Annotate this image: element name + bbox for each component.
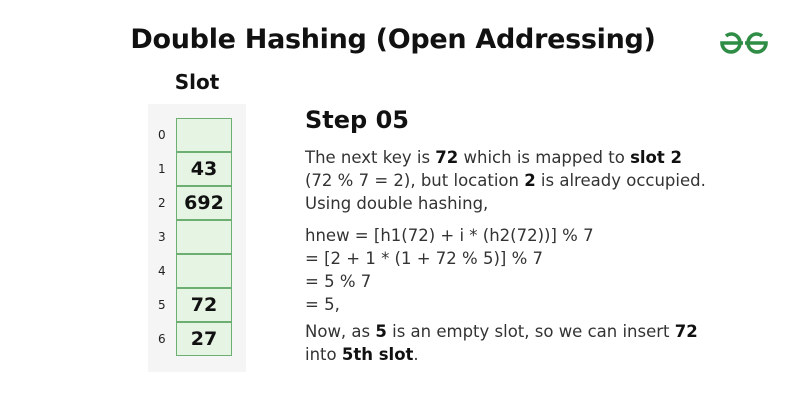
step-title: Step 05 <box>305 106 409 134</box>
text-segment: is already occupied. <box>535 171 706 190</box>
slot-cell: 27 <box>176 322 232 356</box>
step-intro-text: The next key is 72 which is mapped to sl… <box>305 146 795 215</box>
table-row: 0 <box>148 118 246 152</box>
text-bold: 5 <box>375 322 387 341</box>
slot-index: 0 <box>158 128 166 142</box>
formula-line: = [2 + 1 * (1 + 72 % 5)] % 7 <box>305 249 544 268</box>
table-row: 4 <box>148 254 246 288</box>
text-segment: The next key is <box>305 148 436 167</box>
slot-cell <box>176 220 232 254</box>
slot-index: 5 <box>158 298 166 312</box>
slot-cell: 692 <box>176 186 232 220</box>
formula-line: = 5, <box>305 295 340 314</box>
text-bold: 2 <box>524 171 536 190</box>
slot-cell <box>176 254 232 288</box>
text-segment: (72 % 7 = 2), but location <box>305 171 525 190</box>
slot-index: 6 <box>158 332 166 346</box>
text-line: into 5th slot. <box>305 343 795 366</box>
hash-table: 0 1 43 2 692 3 4 5 72 6 27 <box>148 104 246 372</box>
text-line: (72 % 7 = 2), but location 2 is already … <box>305 169 795 192</box>
slot-index: 1 <box>158 162 166 176</box>
text-segment: which is mapped to <box>458 148 631 167</box>
table-row: 1 43 <box>148 152 246 186</box>
slot-index: 2 <box>158 196 166 210</box>
text-segment: Using double hashing, <box>305 194 489 213</box>
text-line: Now, as 5 is an empty slot, so we can in… <box>305 320 795 343</box>
text-segment: into <box>305 345 342 364</box>
slot-index: 3 <box>158 230 166 244</box>
text-segment: Now, as <box>305 322 376 341</box>
text-bold: 72 <box>435 148 459 167</box>
slot-cell <box>176 118 232 152</box>
table-row: 5 72 <box>148 288 246 322</box>
text-segment: . <box>413 345 419 364</box>
formula-line: hnew = [h1(72) + i * (h2(72))] % 7 <box>305 226 594 245</box>
text-bold: slot 2 <box>630 148 682 167</box>
text-bold: 72 <box>674 322 698 341</box>
table-row: 3 <box>148 220 246 254</box>
slot-index: 4 <box>158 264 166 278</box>
text-line: Using double hashing, <box>305 192 795 215</box>
text-bold: 5th slot <box>341 345 414 364</box>
text-segment: is an empty slot, so we can insert <box>386 322 675 341</box>
table-row: 6 27 <box>148 322 246 356</box>
table-row: 2 692 <box>148 186 246 220</box>
formula-line: = 5 % 7 <box>305 272 372 291</box>
slot-cell: 72 <box>176 288 232 322</box>
conclusion-text: Now, as 5 is an empty slot, so we can in… <box>305 320 795 366</box>
slot-column-header: Slot <box>174 70 220 94</box>
geeksforgeeks-logo-icon <box>720 32 768 54</box>
text-line: The next key is 72 which is mapped to sl… <box>305 146 795 169</box>
formula-block: hnew = [h1(72) + i * (h2(72))] % 7 = [2 … <box>305 224 795 316</box>
page-title: Double Hashing (Open Addressing) <box>130 24 656 55</box>
slot-cell: 43 <box>176 152 232 186</box>
